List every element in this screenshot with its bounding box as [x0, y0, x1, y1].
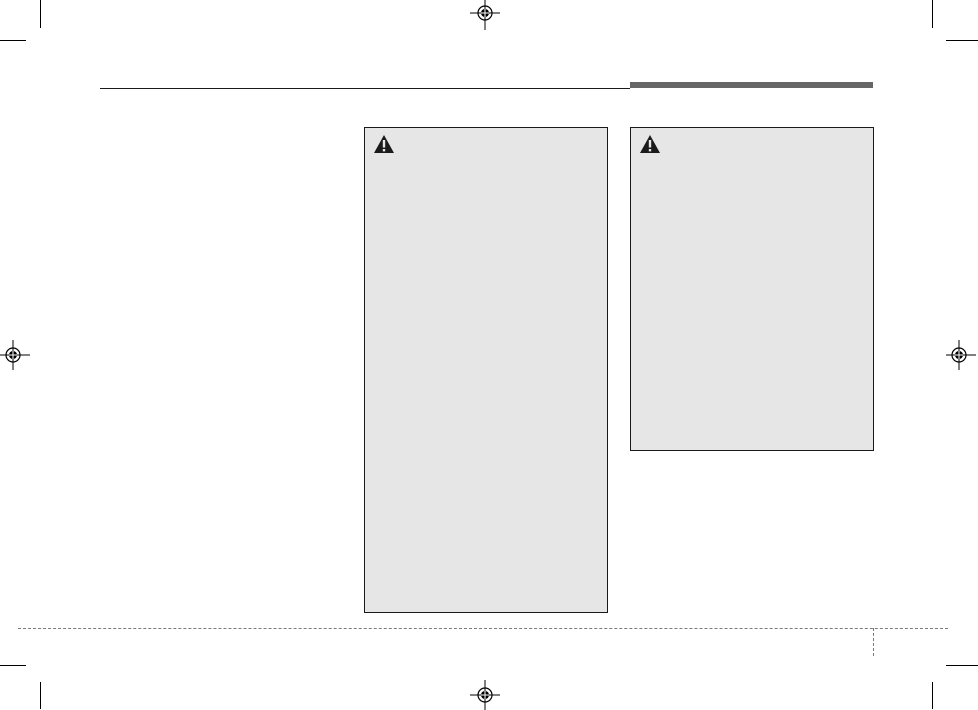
footer-page-divider [873, 628, 874, 656]
crop-mark-bottom-right-horizontal [946, 665, 978, 666]
warning-triangle-icon [640, 135, 660, 153]
header-section-bar [630, 82, 873, 88]
crop-mark-bottom-left-vertical [40, 682, 41, 709]
header-rule [100, 88, 630, 89]
registration-mark-icon [470, 680, 500, 710]
crop-mark-top-right-horizontal [946, 40, 978, 41]
registration-mark-icon [946, 340, 976, 370]
warning-triangle-icon [374, 135, 394, 153]
crop-mark-bottom-right-vertical [932, 682, 933, 709]
crop-mark-top-left-vertical [40, 0, 41, 28]
registration-mark-icon [470, 0, 500, 30]
registration-mark-icon [0, 340, 30, 370]
crop-mark-bottom-left-horizontal [0, 665, 26, 666]
footer-dashed-rule [18, 628, 948, 629]
warning-box-left [364, 127, 608, 613]
crop-mark-top-right-vertical [932, 0, 933, 28]
crop-mark-top-left-horizontal [0, 40, 26, 41]
warning-box-right [630, 127, 874, 451]
